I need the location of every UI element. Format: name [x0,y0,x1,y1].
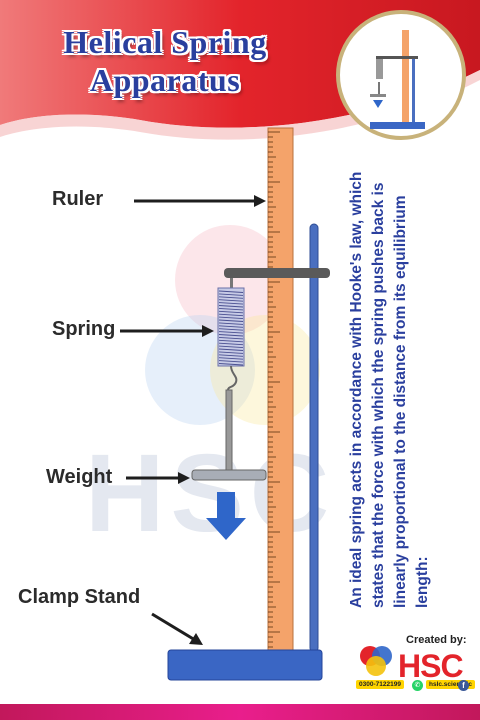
facebook-icon: f [458,680,469,691]
ruler-ticks [268,131,280,653]
title-line-1: Helical Spring [63,24,267,60]
social-handle: hslc.scientific [426,680,475,689]
ruler [267,127,294,653]
hook [227,365,238,391]
label-spring: Spring [52,318,116,340]
label-weight: Weight [46,466,113,488]
label-ruler: Ruler [52,188,104,210]
title-line-2: Apparatus [89,62,241,98]
brand-logo: HSC [398,648,464,684]
created-by: Created by: [406,634,467,646]
hsc-logo-mark [360,646,392,676]
apparatus-thumbnail [336,10,466,140]
description-text: An ideal spring acts in accordance with … [348,171,431,608]
whatsapp-icon: ✆ [412,680,423,691]
phone-number: 0300-7122199 [356,680,404,689]
description-block: An ideal spring acts in accordance with … [346,168,476,608]
stand-rod [309,223,319,653]
stand-base [167,649,323,681]
clamp-arm [224,268,330,278]
weight-hanger [225,389,233,471]
pointer-arrows [120,195,266,645]
weight-disk [191,469,267,481]
force-arrow [206,492,246,540]
bottom-stripe [0,704,480,720]
label-clamp-stand: Clamp Stand [18,586,141,608]
spring-coils [218,290,244,366]
